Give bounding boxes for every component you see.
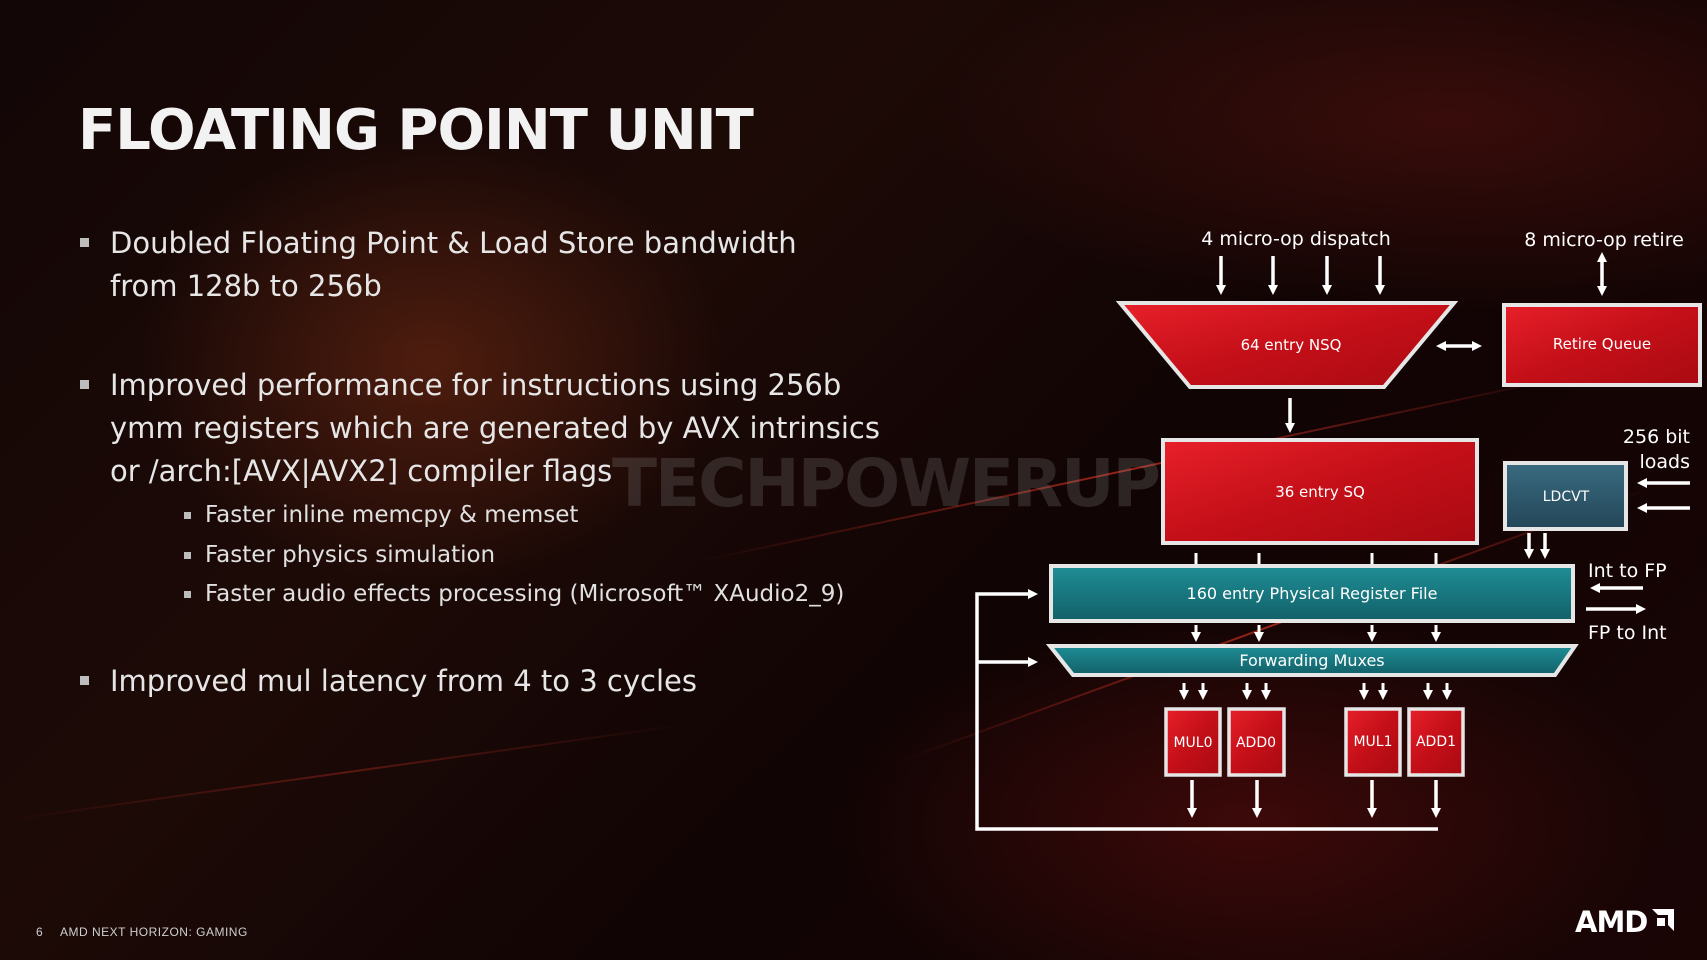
retire-label: 8 micro-op retire (1524, 229, 1684, 251)
sub-bullet-square (184, 512, 191, 519)
bullet-text: Doubled Floating Point & Load Store band… (110, 226, 797, 260)
loads-label: 256 bit (1623, 426, 1690, 448)
amd-arrow-icon (1652, 909, 1674, 931)
bullet-square (80, 380, 89, 389)
bullet-square (80, 676, 89, 685)
loads-label: loads (1639, 451, 1690, 473)
prf-label: 160 entry Physical Register File (1187, 584, 1438, 603)
load-arrows (1637, 478, 1690, 513)
sub-bullet-text: Faster audio effects processing (Microso… (205, 581, 845, 607)
amd-logo: AMD (1575, 905, 1648, 939)
bullet-text: Improved mul latency from 4 to 3 cycles (110, 664, 697, 698)
ldcvt-block: LDCVT (1503, 461, 1628, 531)
bullet-text: Improved performance for instructions us… (110, 368, 842, 402)
sub-bullet-text: Faster physics simulation (205, 542, 496, 568)
ldcvt-prf-arrows (1524, 533, 1550, 559)
unit-mul0: MUL0 (1164, 707, 1222, 777)
unit-mul1: MUL1 (1344, 707, 1402, 777)
nsq-label: 64 entry NSQ (1241, 336, 1342, 354)
retire-queue-label: Retire Queue (1553, 335, 1651, 353)
unit-add0: ADD0 (1227, 707, 1286, 777)
ldcvt-label: LDCVT (1543, 489, 1590, 505)
sub-bullet-1: Faster inline memcpy & memset (184, 500, 885, 530)
sq-prf-lines (1194, 553, 1438, 566)
bullet-3: Improved mul latency from 4 to 3 cycles (80, 660, 900, 703)
bullet-text: ymm registers which are generated by AVX… (110, 411, 880, 445)
watermark: TECHPOWERUP (612, 445, 1161, 522)
sub-bullet-square (184, 552, 191, 559)
nsq-block: 64 entry NSQ (1115, 301, 1459, 389)
unit-label: MUL1 (1353, 734, 1392, 750)
unit-output-arrows (1187, 780, 1441, 818)
bullet-1: Doubled Floating Point & Load Store band… (80, 222, 900, 308)
mux-unit-arrows (1179, 683, 1452, 700)
unit-add1: ADD1 (1407, 707, 1465, 777)
sub-bullet-3: Faster audio effects processing (Microso… (184, 579, 885, 609)
dispatch-label: 4 micro-op dispatch (1201, 228, 1391, 250)
dispatch-arrows (1216, 256, 1385, 295)
int-to-fp-label: Int to FP (1588, 560, 1667, 582)
unit-label: ADD1 (1416, 734, 1456, 750)
muxes-label: Forwarding Muxes (1239, 651, 1384, 670)
bullet-2: Improved performance for instructions us… (80, 364, 900, 493)
sq-label: 36 entry SQ (1275, 483, 1365, 501)
fp-to-int-label: FP to Int (1588, 622, 1667, 644)
footer-text: AMD NEXT HORIZON: GAMING (60, 925, 248, 939)
feedback-loop-prf (975, 589, 1438, 831)
bullet-square (80, 238, 89, 247)
sub-bullet-2: Faster physics simulation (184, 540, 885, 570)
sq-block: 36 entry SQ (1161, 438, 1479, 545)
prf-block: 160 entry Physical Register File (1049, 564, 1575, 623)
sub-bullet-text: Faster inline memcpy & memset (205, 502, 579, 528)
slide-title: FLOATING POINT UNIT (78, 98, 754, 163)
unit-label: ADD0 (1236, 735, 1276, 751)
prf-mux-arrows (1191, 625, 1441, 642)
page-number: 6 (36, 925, 43, 939)
sub-bullet-square (184, 591, 191, 598)
unit-label: MUL0 (1173, 735, 1212, 751)
bullet-text: or /arch:[AVX|AVX2] compiler flags (110, 454, 613, 488)
retire-queue-block: Retire Queue (1502, 303, 1702, 387)
forwarding-muxes-block: Forwarding Muxes (1045, 644, 1579, 677)
bullet-text: from 128b to 256b (110, 269, 382, 303)
